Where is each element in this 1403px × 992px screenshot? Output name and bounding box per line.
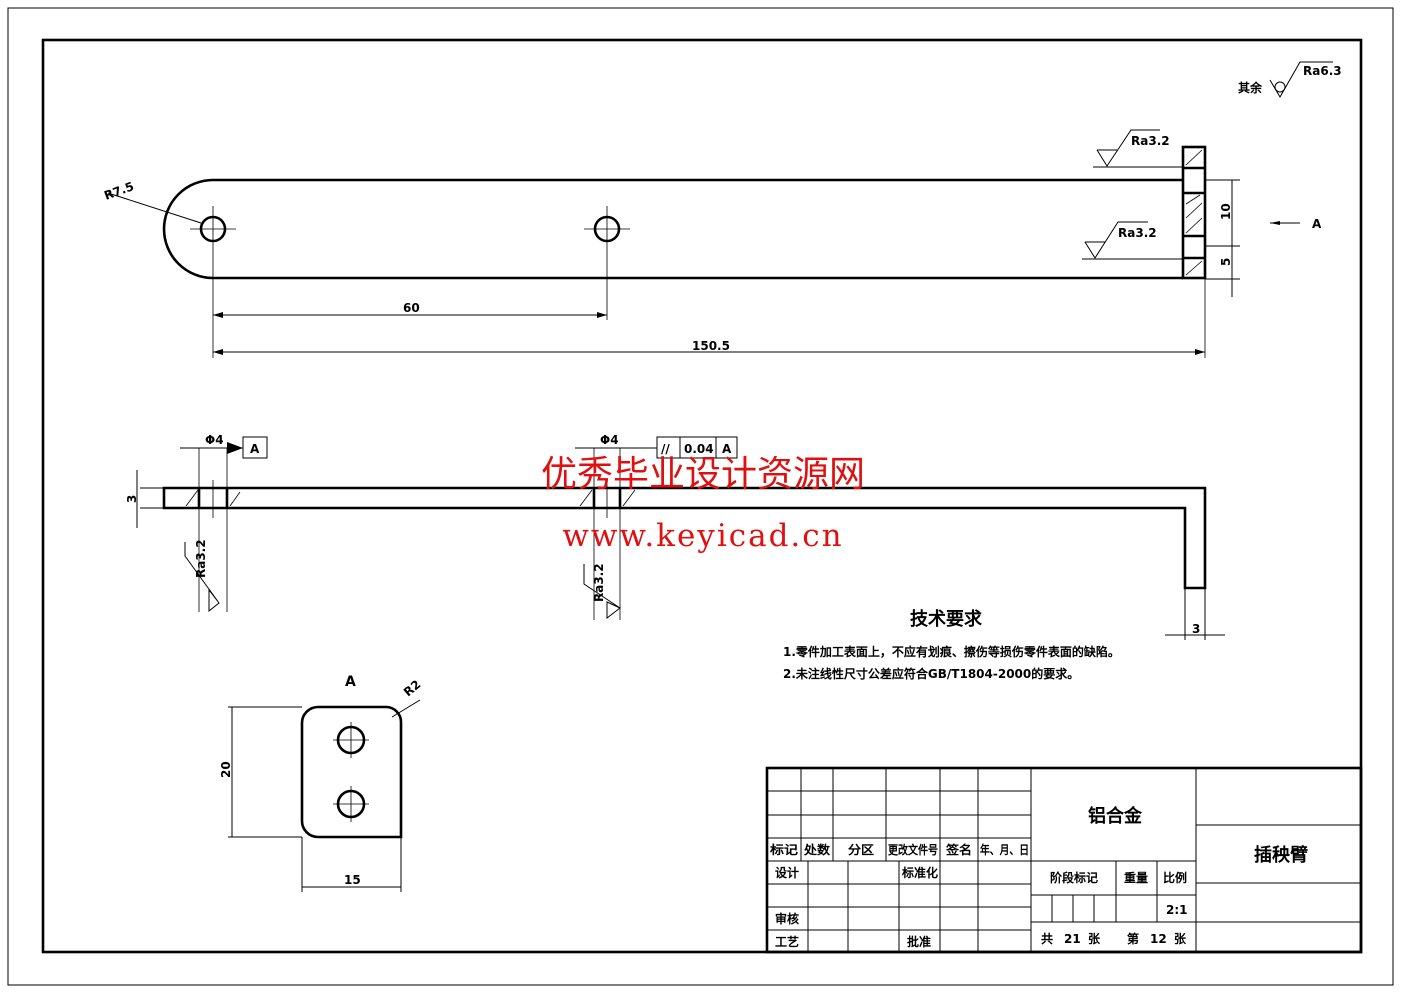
total-prefix: 共 bbox=[1041, 931, 1053, 946]
view-a-title: A bbox=[345, 674, 356, 690]
roughness-hole-mid: Ra3.2 bbox=[592, 563, 606, 602]
hdr-count: 处数 bbox=[803, 842, 831, 857]
tolerance-symbol: // bbox=[661, 442, 670, 456]
total-sheets: 21 bbox=[1064, 932, 1081, 946]
process-label: 工艺 bbox=[775, 934, 799, 949]
hdr-signature: 签名 bbox=[945, 842, 972, 857]
sheet-number: 12 bbox=[1150, 932, 1167, 946]
side-view: 3 Φ4 A Φ4 // 0.04 A Ra3.2 Ra3.2 3 bbox=[125, 433, 1225, 640]
other-roughness-value: Ra6.3 bbox=[1303, 64, 1342, 78]
drawing-frame bbox=[41, 38, 1363, 954]
total-suffix: 张 bbox=[1088, 931, 1101, 946]
tolerance-value: 0.04 bbox=[684, 442, 714, 456]
title-block: 标记 处数 分区 更改文件号 签名 年、月、日 设计 标准化 审核 工艺 批准 … bbox=[765, 766, 1363, 954]
hdr-date: 年、月、日 bbox=[980, 842, 1029, 857]
roughness-hole-left: Ra3.2 bbox=[194, 539, 208, 578]
watermark-title: 优秀毕业设计资源网 bbox=[541, 454, 865, 495]
dim-thickness: 3 bbox=[125, 495, 139, 503]
datum-box bbox=[242, 436, 268, 459]
scale-label: 比例 bbox=[1163, 870, 1187, 885]
dim-view-width: 15 bbox=[344, 873, 361, 887]
hdr-change-doc: 更改文件号 bbox=[888, 842, 938, 857]
roughness-flange-top: Ra3.2 bbox=[1131, 134, 1170, 148]
approve-label: 批准 bbox=[907, 934, 931, 949]
tolerance-datum: A bbox=[722, 442, 732, 456]
review-label: 审核 bbox=[775, 911, 799, 926]
view-arrow-label: A bbox=[1312, 217, 1322, 231]
dim-flange-upper: 10 bbox=[1219, 203, 1233, 220]
datum-label: A bbox=[250, 442, 260, 456]
standardize-label: 标准化 bbox=[901, 865, 938, 880]
design-label: 设计 bbox=[775, 865, 799, 880]
sheet-prefix: 第 bbox=[1127, 931, 1139, 946]
top-view: 60 150.5 R7.5 10 5 A Ra3.2 Ra3.2 bbox=[102, 129, 1322, 358]
dim-flange-thickness: 3 bbox=[1192, 622, 1200, 636]
tech-item-2: 2.未注线性尺寸公差应符合GB/T1804-2000的要求。 bbox=[783, 666, 1079, 681]
hdr-zone: 分区 bbox=[848, 842, 874, 857]
technical-requirements: 技术要求 1.零件加工表面上，不应有划痕、擦伤等损伤零件表面的缺陷。 2.未注线… bbox=[783, 608, 1120, 681]
dim-hole-dia-mid: Φ4 bbox=[600, 433, 619, 447]
dim-total-length: 150.5 bbox=[692, 339, 730, 353]
tolerance-frame: // 0.04 A bbox=[656, 436, 738, 459]
scale-value: 2:1 bbox=[1166, 903, 1188, 917]
general-roughness: 其余 Ra6.3 bbox=[1238, 61, 1342, 98]
weight-label: 重量 bbox=[1124, 870, 1148, 885]
sheet-border bbox=[7, 7, 1394, 986]
roughness-flange-bottom: Ra3.2 bbox=[1118, 226, 1157, 240]
dim-hole-spacing: 60 bbox=[403, 301, 420, 315]
stage-label: 阶段标记 bbox=[1050, 870, 1098, 885]
tech-title: 技术要求 bbox=[910, 608, 983, 630]
view-a: A 20 15 R2 bbox=[219, 674, 423, 892]
tech-item-1: 1.零件加工表面上，不应有划痕、擦伤等损伤零件表面的缺陷。 bbox=[783, 644, 1120, 659]
dim-hole-dia-left: Φ4 bbox=[205, 433, 224, 447]
dim-radius-end: R7.5 bbox=[102, 179, 135, 203]
dim-corner-radius: R2 bbox=[401, 677, 423, 699]
sheet-suffix: 张 bbox=[1174, 931, 1187, 946]
material: 铝合金 bbox=[1088, 805, 1143, 827]
hdr-mark: 标记 bbox=[769, 842, 798, 857]
part-name: 插秧臂 bbox=[1254, 844, 1308, 866]
dim-flange-lower: 5 bbox=[1219, 258, 1233, 266]
other-label: 其余 bbox=[1238, 80, 1263, 95]
dim-view-height: 20 bbox=[219, 761, 233, 778]
watermark-url: www.keyicad.cn bbox=[562, 518, 843, 554]
